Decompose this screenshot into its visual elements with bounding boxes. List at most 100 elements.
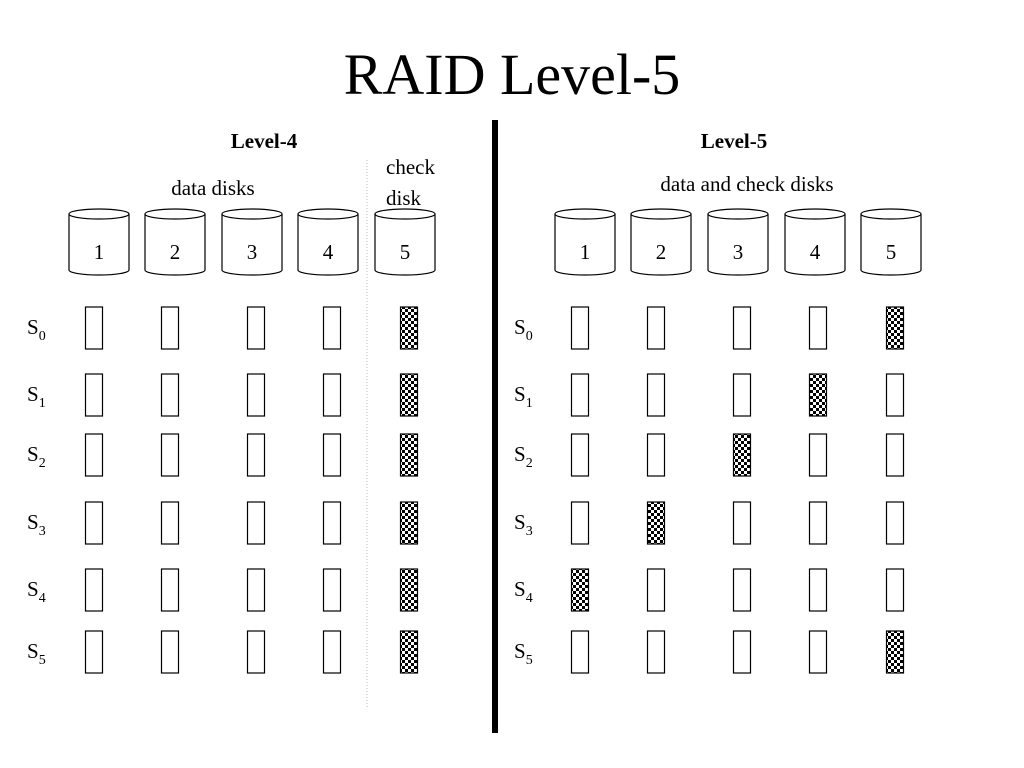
level5-data-block: [646, 568, 666, 612]
level5-data-block: [570, 306, 590, 350]
level4-data-block: [322, 501, 342, 545]
level4-stripe-label: S0: [27, 315, 46, 344]
level4-disk-label: 3: [247, 240, 258, 264]
level5-data-block: [885, 568, 905, 612]
level4-stripe-label: S2: [27, 442, 46, 471]
level5-data-block: [732, 630, 752, 674]
level5-data-block: [808, 306, 828, 350]
level4-stripe-label: S3: [27, 510, 46, 539]
level5-heading: Level-5: [701, 129, 767, 153]
level4-stripe-label: S1: [27, 382, 46, 411]
level4-data-block: [246, 433, 266, 477]
level5-data-block: [885, 433, 905, 477]
level5-data-block: [646, 630, 666, 674]
level5-data-block: [732, 306, 752, 350]
level5-data-block: [808, 630, 828, 674]
level5-data-check-disks-label: data and check disks: [660, 172, 833, 196]
level4-data-block: [160, 630, 180, 674]
level5-disk-label: 2: [656, 240, 667, 264]
level5-data-block: [570, 373, 590, 417]
level5-parity-block: [570, 568, 590, 612]
level5-stripe-label: S1: [514, 382, 533, 411]
level5-parity-block: [885, 306, 905, 350]
level4-data-block: [160, 373, 180, 417]
level4-parity-block: [399, 373, 419, 417]
level4-data-block: [246, 373, 266, 417]
level5-data-block: [885, 501, 905, 545]
level5-data-block: [646, 373, 666, 417]
level5-data-block: [732, 373, 752, 417]
level5-stripe-label: S3: [514, 510, 533, 539]
level4-data-block: [160, 433, 180, 477]
level4-data-block: [322, 306, 342, 350]
level4-data-disks-label: data disks: [171, 176, 254, 200]
level5-data-block: [570, 433, 590, 477]
level4-disk-label: 1: [94, 240, 105, 264]
level5-stripe-label: S0: [514, 315, 533, 344]
level5-disk-4: 4: [784, 208, 846, 276]
level5-disk-2: 2: [630, 208, 692, 276]
level4-data-block: [84, 501, 104, 545]
level4-data-block: [84, 373, 104, 417]
level4-disk-2: 2: [144, 208, 206, 276]
level4-disk-3: 3: [221, 208, 283, 276]
level4-disk-label: 5: [400, 240, 411, 264]
level4-data-block: [322, 433, 342, 477]
level5-disk-1: 1: [554, 208, 616, 276]
level5-data-block: [646, 306, 666, 350]
level4-parity-block: [399, 501, 419, 545]
level5-parity-block: [885, 630, 905, 674]
level5-data-block: [732, 568, 752, 612]
level4-data-block: [246, 630, 266, 674]
level4-disk-label: 4: [323, 240, 334, 264]
level4-data-block: [160, 568, 180, 612]
level4-disk-4: 4: [297, 208, 359, 276]
level5-data-block: [885, 373, 905, 417]
level5-disk-5: 5: [860, 208, 922, 276]
level5-disk-label: 1: [580, 240, 591, 264]
level5-data-block: [570, 630, 590, 674]
level4-data-block: [84, 568, 104, 612]
page-title: RAID Level-5: [344, 42, 681, 107]
level4-parity-block: [399, 433, 419, 477]
level4-data-block: [160, 501, 180, 545]
level4-disk-label: 2: [170, 240, 181, 264]
level5-data-block: [570, 501, 590, 545]
level5-disk-label: 4: [810, 240, 821, 264]
level4-data-block: [246, 306, 266, 350]
level4-data-block: [322, 373, 342, 417]
level4-heading: Level-4: [231, 129, 298, 153]
level4-check-disk-label-line1: check: [386, 155, 435, 179]
level5-data-block: [808, 568, 828, 612]
level5-data-block: [646, 433, 666, 477]
level4-check-disk-label-line2: disk: [386, 186, 422, 210]
level4-disk-1: 1: [68, 208, 130, 276]
level5-parity-block: [646, 501, 666, 545]
level4-data-block: [160, 306, 180, 350]
level5-data-block: [732, 501, 752, 545]
level4-data-block: [246, 568, 266, 612]
level5-stripe-label: S2: [514, 442, 533, 471]
level4-data-block: [84, 306, 104, 350]
level5-stripe-label: S5: [514, 639, 533, 668]
level4-parity-block: [399, 568, 419, 612]
level5-disk-label: 3: [733, 240, 744, 264]
level5-stripe-label: S4: [514, 577, 533, 606]
level4-disk-5: 5: [374, 208, 436, 276]
level5-parity-block: [732, 433, 752, 477]
level4-data-block: [84, 433, 104, 477]
level5-data-block: [808, 501, 828, 545]
level5-data-block: [808, 433, 828, 477]
level4-data-block: [322, 568, 342, 612]
level4-stripe-label: S4: [27, 577, 46, 606]
level4-parity-block: [399, 306, 419, 350]
level4-stripe-label: S5: [27, 639, 46, 668]
level5-disk-label: 5: [886, 240, 897, 264]
level4-data-block: [246, 501, 266, 545]
level5-disk-3: 3: [707, 208, 769, 276]
level5-parity-block: [808, 373, 828, 417]
level4-data-block: [322, 630, 342, 674]
level4-parity-block: [399, 630, 419, 674]
level4-data-block: [84, 630, 104, 674]
